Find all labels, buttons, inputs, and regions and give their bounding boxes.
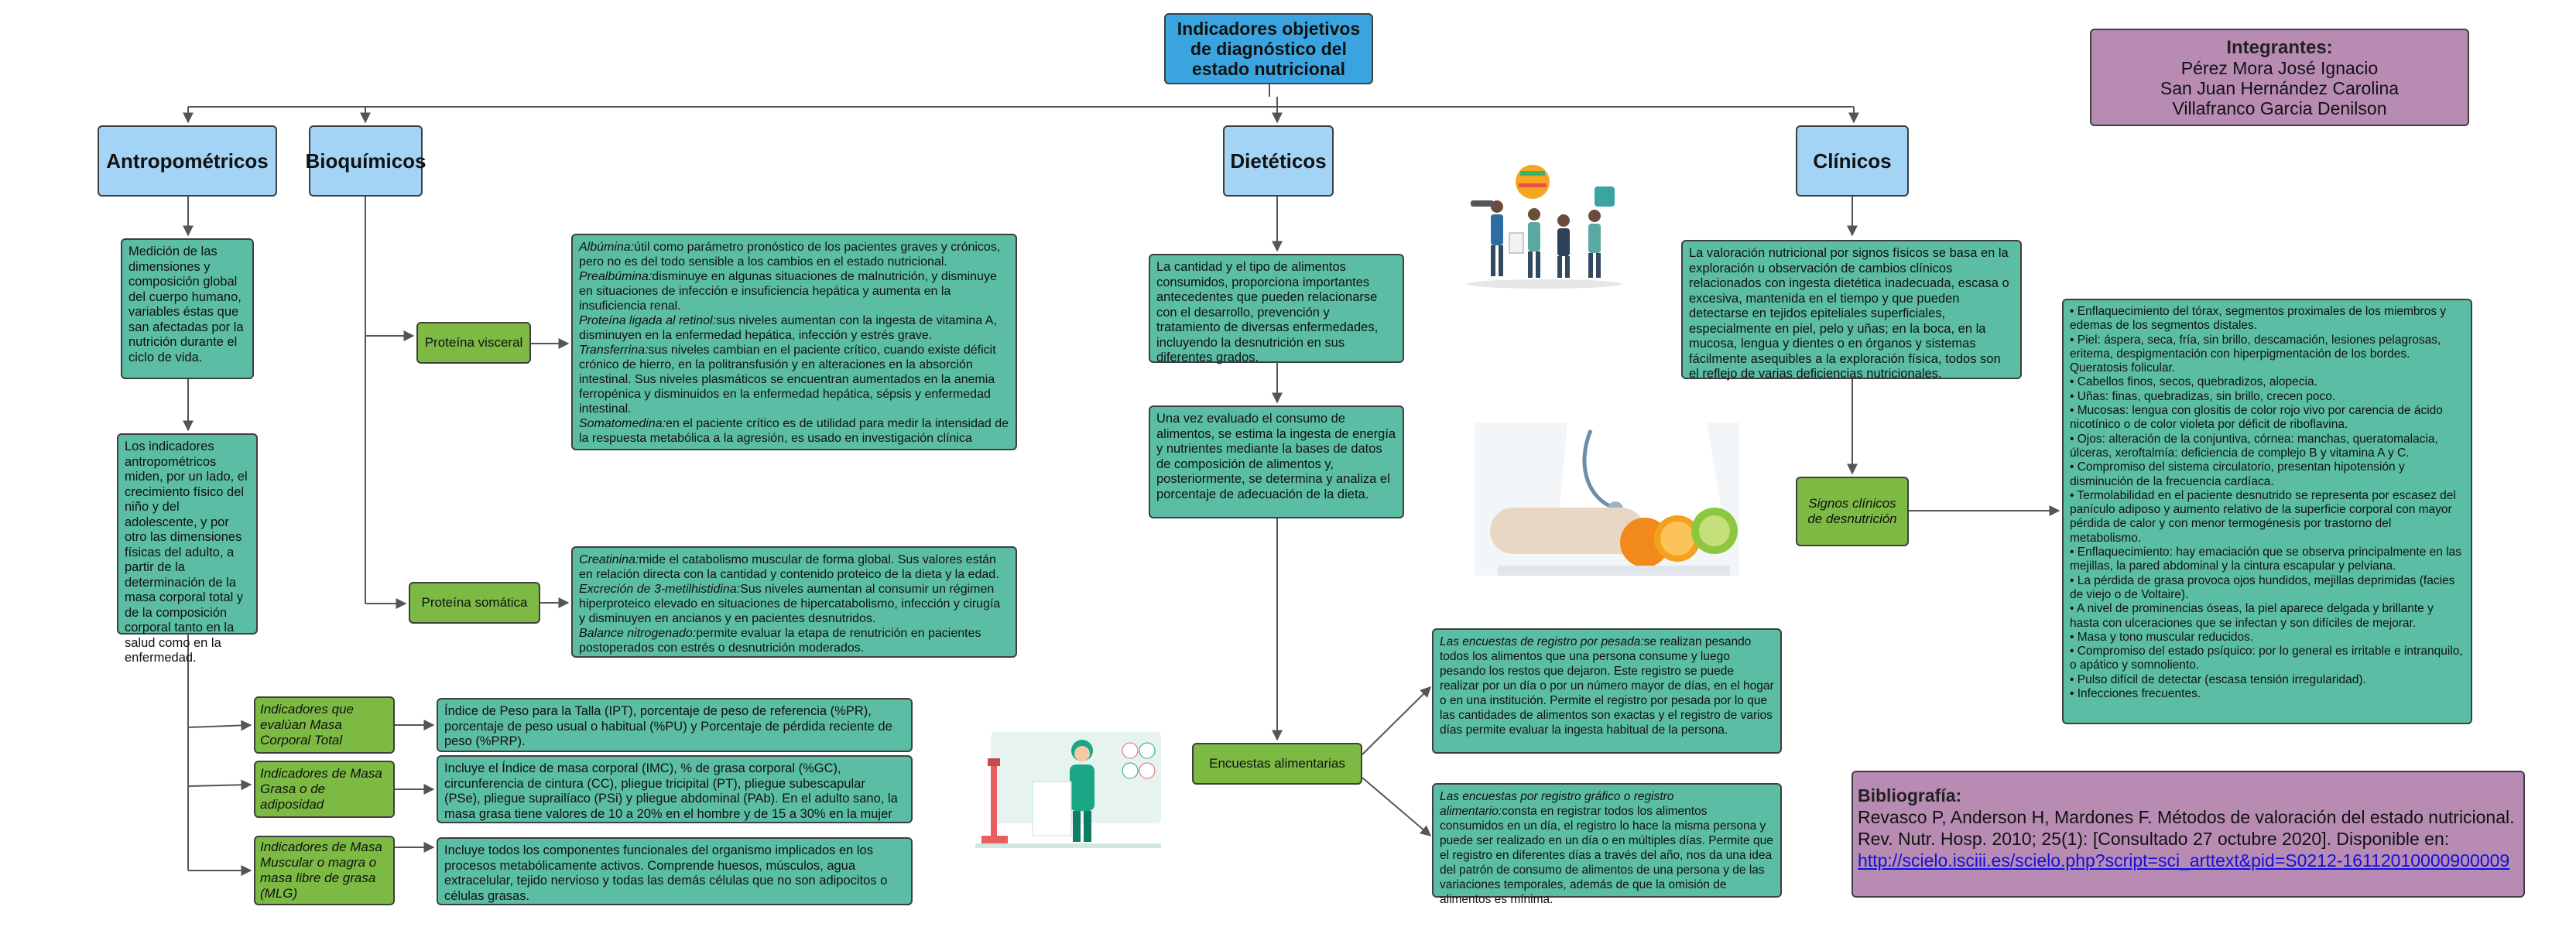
signo-item: • Compromiso del sistema circulatorio, p… [2070,460,2405,488]
indicator-text-masa-corporal: Índice de Peso para la Talla (IPT), porc… [437,698,913,752]
integrantes-box: Integrantes: Pérez Mora José Ignacio San… [2090,29,2469,126]
signos-clinicos-label: Signos clínicos de desnutrición [1796,477,1909,546]
bibliografia-heading: Bibliografía: [1858,785,1962,806]
encuesta-registro-pesada: Las encuestas de registro por pesada:se … [1432,628,1782,754]
indicator-text-masa-grasa: Incluye el Índice de masa corporal (IMC)… [437,755,913,823]
signo-item: • Pulso difícil de detectar (escasa tens… [2070,672,2366,686]
category-clinicos: Clínicos [1796,125,1909,197]
integrante-name: San Juan Hernández Carolina [2160,78,2400,98]
dieteticos-description: Una vez evaluado el consumo de alimentos… [1149,405,1404,518]
signo-item: • Ojos: alteración de la conjuntiva, cór… [2070,432,2438,460]
integrantes-heading: Integrantes: [2226,37,2333,58]
signo-item: • A nivel de prominencias óseas, la piel… [2070,602,2434,630]
indicator-masa-grasa: Indicadores de Masa Grasa o de adiposida… [254,761,395,818]
nutritionist-illustration [975,732,1161,848]
signo-item: • Enflaquecimiento del tórax, segmentos … [2070,305,2447,333]
indicator-masa-corporal-total: Indicadores que evalúan Masa Corporal To… [254,696,395,754]
bibliografia-box: Bibliografía: Revasco P, Anderson H, Mar… [1852,771,2525,898]
signo-item: • La pérdida de grasa provoca ojos hundi… [2070,573,2455,601]
healthy-people-illustration [1467,165,1622,289]
signo-item: • Termolabilidad en el paciente desnutri… [2070,488,2456,545]
signo-item: • Compromiso del estado psíquico: por lo… [2070,645,2463,672]
integrante-name: Pérez Mora José Ignacio [2180,58,2379,78]
indicator-text-masa-muscular: Incluye todos los componentes funcionale… [437,837,913,905]
bibliografia-text: Revasco P, Anderson H, Mardones F. Métod… [1858,807,2515,849]
antropometricos-definition: Medición de las dimensiones y composició… [121,238,254,379]
encuestas-alimentarias-label: Encuestas alimentarias [1192,743,1362,785]
indicator-masa-muscular: Indicadores de Masa Muscular o magra o m… [254,836,395,905]
doctor-fruits-photo [1475,422,1739,576]
category-antropometricos: Antropométricos [98,125,277,197]
bibliografia-link[interactable]: http://scielo.isciii.es/scielo.php?scrip… [1858,850,2510,871]
signo-item: • Uñas: finas, quebradizas, sin brillo, … [2070,389,2336,403]
signo-item: • Piel: áspera, seca, fría, sin brillo, … [2070,333,2441,375]
integrante-name: Villafranco Garcia Denilson [2172,98,2387,118]
signo-item: • Enflaquecimiento: hay emaciación que s… [2070,546,2462,573]
signo-item: • Masa y tono muscular reducidos. [2070,630,2254,644]
proteina-visceral-details: Albúmina:útil como parámetro pronóstico … [571,234,1017,450]
proteina-somatica-label: Proteína somática [409,582,540,624]
dieteticos-definition: La cantidad y el tipo de alimentos consu… [1149,254,1404,364]
signos-clinicos-list: • Enflaquecimiento del tórax, segmentos … [2062,299,2472,724]
category-bioquimicos: Bioquímicos [306,125,426,197]
proteina-visceral-label: Proteína visceral [416,322,531,364]
encuesta-registro-grafico: Las encuestas por registro gráfico o reg… [1432,783,1782,906]
signo-item: • Infecciones frecuentes. [2070,687,2201,701]
antropometricos-description: Los indicadores antropométricos miden, p… [117,433,258,665]
diagram-title: Indicadores objetivos de diagnóstico del… [1164,13,1373,84]
signo-item: • Mucosas: lengua con glositis de color … [2070,404,2443,432]
proteina-somatica-details: Creatinina:mide el catabolismo muscular … [571,546,1017,658]
category-dieteticos: Dietéticos [1223,125,1334,197]
clinicos-definition: La valoración nutricional por signos fís… [1681,240,2022,381]
signo-item: • Cabellos finos, secos, quebradizos, al… [2070,375,2317,389]
